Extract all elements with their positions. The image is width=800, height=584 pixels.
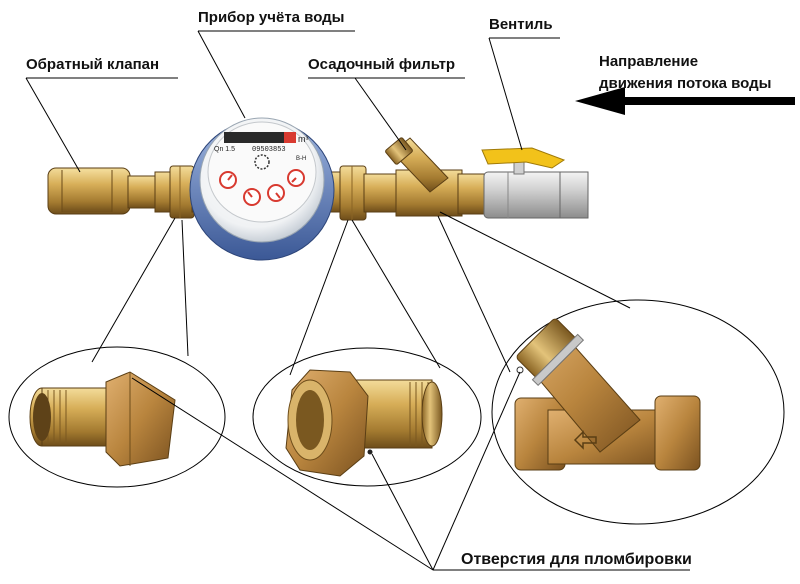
union-fitting-left [154,165,195,219]
meter-unit: m³ [298,134,309,144]
label-valve: Вентиль [489,16,553,33]
meter-dials [219,169,305,206]
label-sediment-filter: Осадочный фильтр [308,56,456,73]
label-flow-line2: движения потока воды [599,75,772,92]
ball-valve [481,147,589,219]
label-flow-direction: Направление движения потока воды [599,51,771,95]
meter-model: Qn 1.5 [214,146,235,153]
sediment-filter [385,137,487,217]
label-water-meter: Прибор учёта воды [198,9,345,26]
meter-serial: 09503853 [252,146,286,154]
detail-union-fitting-female [252,347,482,487]
label-flow-line1: Направление [599,53,699,70]
water-meter: m³ Qn 1.5 09503853 B-H [189,117,343,261]
detail-y-strainer [491,299,785,525]
meter-class: B-H [296,156,306,162]
check-valve [47,167,159,215]
label-check-valve: Обратный клапан [26,56,160,73]
label-seal-holes: Отверстия для пломбировки [461,551,692,568]
union-fitting-right [339,165,399,221]
detail-union-fitting-male [8,346,226,488]
pipe-assembly: m³ Qn 1.5 09503853 B-H [47,117,589,261]
leader-lines [25,30,690,571]
flow-direction-arrow [575,87,795,115]
